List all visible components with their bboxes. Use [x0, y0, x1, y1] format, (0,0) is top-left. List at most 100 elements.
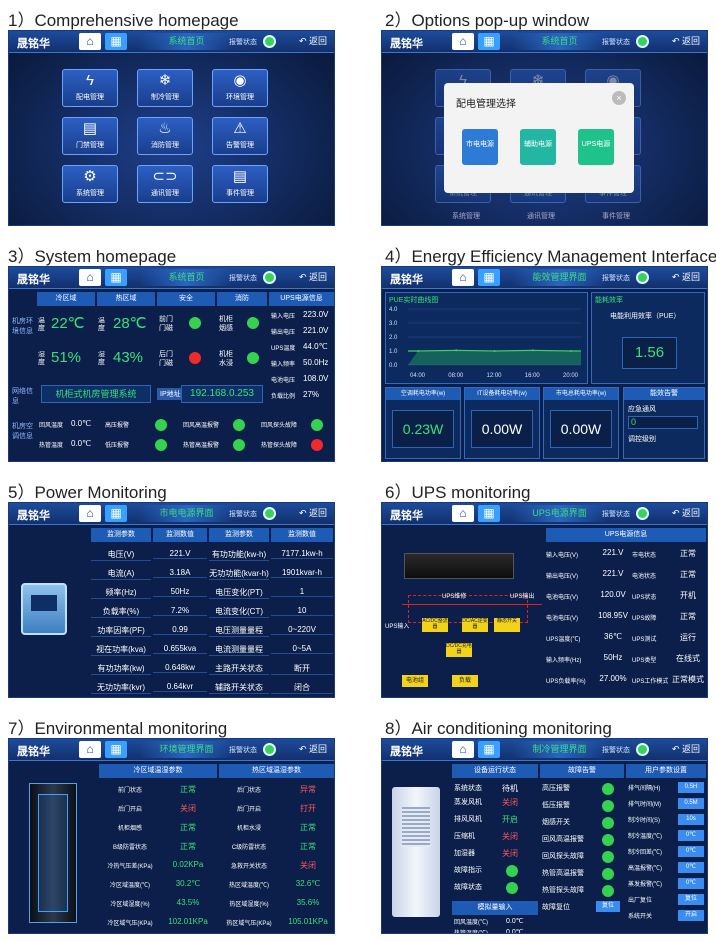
grid-icon[interactable]: ▦ [478, 505, 500, 522]
param-input[interactable]: 开启 [678, 910, 704, 921]
env-value: 正常 [300, 842, 316, 851]
close-icon[interactable]: × [612, 91, 626, 105]
alarm-status-label: 报警状态 [602, 275, 630, 282]
col-header: 监测参数 [91, 528, 151, 542]
fault-label: 高压报警 [542, 785, 570, 792]
grid-icon[interactable]: ▦ [105, 741, 127, 758]
param-input[interactable]: 0℃ [678, 862, 704, 873]
grid-icon[interactable]: ▦ [105, 33, 127, 50]
grid-icon[interactable]: ▦ [478, 269, 500, 286]
device-led [506, 882, 518, 894]
param-header: 用户参数设置 [626, 764, 706, 778]
param-input[interactable]: 10s [678, 814, 704, 825]
param-input[interactable]: 0.5H [678, 782, 704, 793]
warning-icon: ⚠ [233, 120, 247, 137]
ups-status-label: UPS类型 [632, 658, 657, 664]
back-button[interactable]: ↶ 返回 [672, 508, 701, 518]
back-button[interactable]: ↶ 返回 [299, 744, 328, 754]
y-tick-label: 1.0 [389, 349, 398, 355]
grid-icon[interactable]: ▦ [478, 741, 500, 758]
y-tick-label: 4.0 [389, 307, 398, 313]
home-icon[interactable]: ⌂ [79, 505, 101, 522]
back-button[interactable]: ↶ 返回 [299, 272, 328, 282]
mains-power-button[interactable]: 市电电源 [462, 129, 498, 165]
aux-power-button[interactable]: 辅助电源 [520, 129, 556, 165]
screen-power-monitoring: 晟铭华 ⌂ ▦ 市电电源界面 报警状态 ↶ 返回 监测参数监测数值监测参数监测数… [8, 502, 335, 698]
power-value: 0~220V [271, 625, 333, 635]
menu-tile[interactable]: ▤门禁管理 [62, 117, 118, 155]
power-value: 3.18A [153, 568, 207, 578]
menu-tile[interactable]: ⚙系统管理 [62, 165, 118, 203]
ac-alarm-label: 热管探头故障 [261, 443, 298, 449]
tile-label: 事件管理 [599, 190, 627, 197]
bg-label: 通讯管理 [527, 213, 555, 220]
home-icon[interactable]: ⌂ [79, 269, 101, 286]
grid-icon[interactable]: ▦ [478, 33, 500, 50]
power-label: 辅路开关状态 [209, 682, 269, 694]
ups-param-value: 27.00% [599, 674, 627, 683]
fault-led [602, 834, 614, 846]
power-label: 无功功率(kvr) [91, 682, 151, 694]
device-value: 开启 [502, 815, 518, 824]
home-icon[interactable]: ⌂ [452, 741, 474, 758]
home-icon[interactable]: ⌂ [79, 741, 101, 758]
home-icon[interactable]: ⌂ [452, 33, 474, 50]
pue-area [408, 350, 581, 365]
env-label: 热区域气压(KPa) [226, 921, 272, 927]
home-icon[interactable]: ⌂ [452, 269, 474, 286]
brand-logo: 晟铭华 [17, 38, 50, 50]
menu-tile[interactable]: ◉环境管理 [212, 69, 268, 107]
brand-logo: 晟铭华 [390, 510, 423, 522]
param-input[interactable]: 0℃ [678, 878, 704, 889]
brand-logo: 晟铭华 [17, 274, 50, 286]
power-value: 50Hz [153, 587, 207, 597]
ups-status-value: 正常 [680, 612, 696, 621]
menu-tile[interactable]: ⊂⊃通讯管理 [137, 165, 193, 203]
header: 晟铭华 ⌂ ▦ 环境管理界面 报警状态 ↶ 返回 [9, 739, 334, 761]
menu-tile[interactable]: ▤事件管理 [212, 165, 268, 203]
env-value: 异常 [300, 785, 316, 794]
home-icon[interactable]: ⌂ [79, 33, 101, 50]
param-input[interactable]: 0.5M [678, 798, 704, 809]
back-button[interactable]: ↶ 返回 [672, 36, 701, 46]
analog-value: 0.0℃ [506, 929, 524, 934]
env-value: 102.01KPa [168, 917, 208, 926]
grid-icon[interactable]: ▦ [105, 269, 127, 286]
param-input[interactable]: 0℃ [678, 830, 704, 841]
home-icon[interactable]: ⌂ [452, 505, 474, 522]
tile-label: 系统管理 [449, 190, 477, 197]
menu-tile[interactable]: ⚠告警管理 [212, 117, 268, 155]
menu-tile[interactable]: ❄制冷管理 [137, 69, 193, 107]
power-box: 市电总耗电功率(w)0.00W [543, 387, 619, 459]
power-value: 7177.1kw-h [271, 549, 333, 559]
power-value: 断开 [271, 663, 333, 675]
back-button[interactable]: ↶ 返回 [672, 272, 701, 282]
fault-led [602, 817, 614, 829]
fault-led [602, 868, 614, 880]
ups-param-label: 输出电压 [271, 330, 296, 336]
grid-icon[interactable]: ▦ [105, 505, 127, 522]
ups-power-button[interactable]: UPS电源 [578, 129, 614, 165]
ups-param-label: 负载比例 [271, 394, 296, 400]
ups-param-value: 50Hz [603, 653, 623, 662]
back-button[interactable]: ↶ 返回 [299, 508, 328, 518]
tile-label: 通讯管理 [151, 190, 179, 197]
env-value: 30.2℃ [175, 879, 201, 888]
back-button[interactable]: ↶ 返回 [299, 36, 328, 46]
env-label: 冷区域湿度(%) [110, 902, 150, 908]
param-input[interactable]: 复位 [678, 894, 704, 905]
caption-3: 3）System homepage [8, 247, 177, 266]
col-header: 监测参数 [209, 528, 269, 542]
device-value: 关闭 [502, 798, 518, 807]
reset-button[interactable]: 复位 [596, 901, 620, 912]
back-button[interactable]: ↶ 返回 [672, 744, 701, 754]
ups-param-value: 36℃ [604, 632, 622, 641]
env-value: 32.6℃ [295, 879, 321, 888]
ups-status-value: 开机 [680, 591, 696, 600]
row-label: 机房环境信息 [12, 318, 33, 335]
param-input[interactable]: 0℃ [678, 846, 704, 857]
ups-param-label: UPS温度 [271, 346, 296, 352]
menu-tile[interactable]: ♨消防管理 [137, 117, 193, 155]
